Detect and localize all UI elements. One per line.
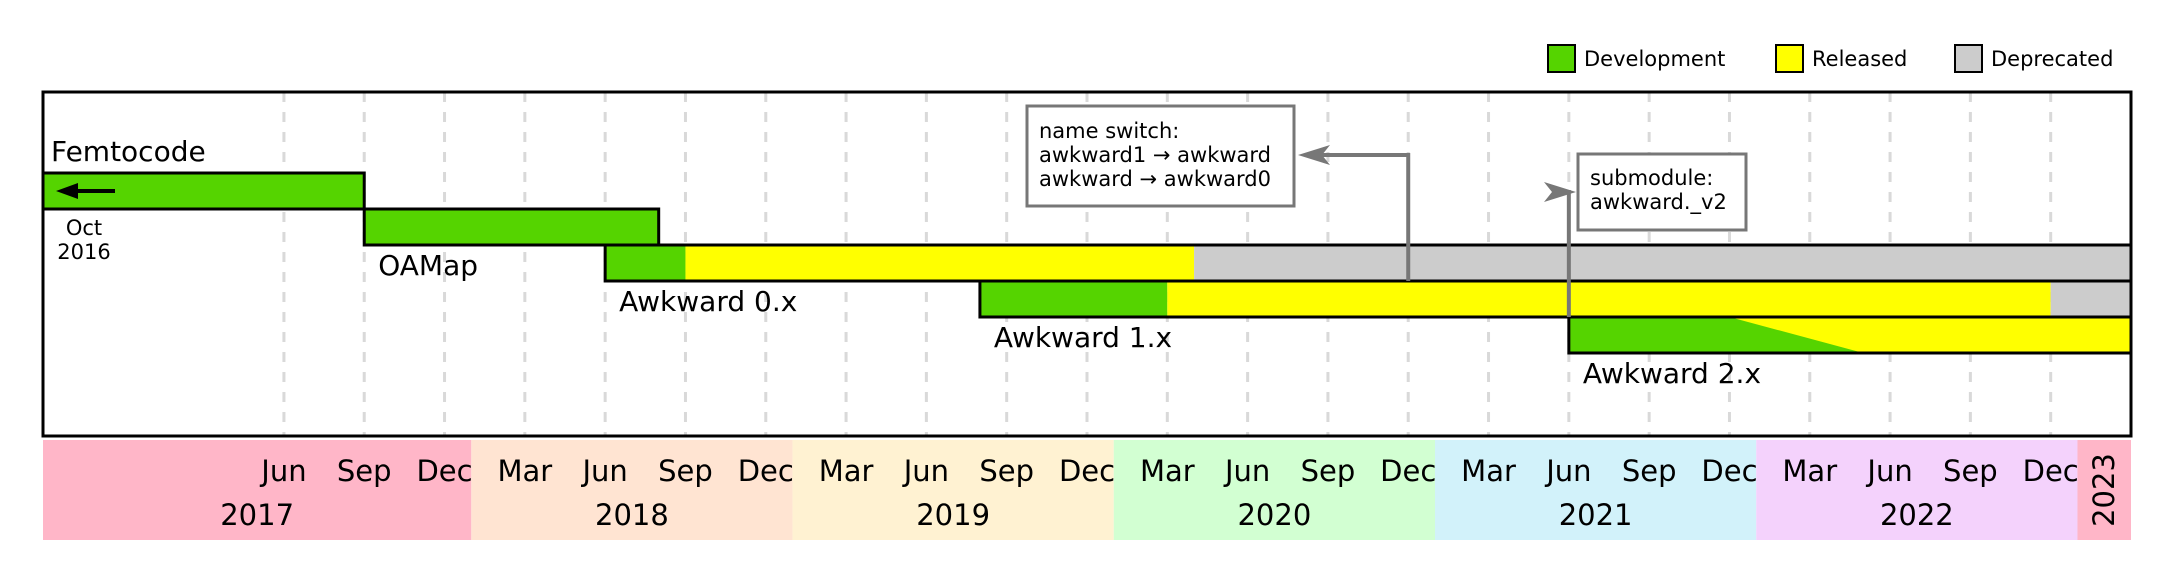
month-tick-label: Sep [1943, 454, 1998, 488]
project-label: OAMap [378, 249, 478, 282]
project-label: Femtocode [51, 135, 206, 168]
start-date-note: 2016 [57, 240, 110, 264]
phase-development [364, 209, 659, 245]
year-band [2077, 440, 2131, 540]
legend-swatch [1954, 44, 1983, 73]
project-bar [1567, 315, 2133, 355]
year-band [1756, 440, 2078, 540]
bar-outline [1567, 315, 2133, 355]
legend-label: Deprecated [1991, 47, 2113, 71]
year-label: 2020 [1237, 498, 1311, 532]
year-label: 2018 [595, 498, 669, 532]
year-band [43, 440, 472, 540]
month-tick-label: Dec [1059, 454, 1115, 488]
month-tick-label: Jun [259, 454, 306, 488]
legend-swatch [1775, 44, 1804, 73]
month-tick-label: Jun [1544, 454, 1591, 488]
month-tick-label: Mar [819, 454, 874, 488]
arrowhead-icon [1544, 182, 1576, 202]
month-tick-label: Jun [580, 454, 627, 488]
month-tick-label: Dec [1701, 454, 1757, 488]
year-band [471, 440, 793, 540]
year-band [1435, 440, 1757, 540]
year-label: 2022 [1880, 498, 1954, 532]
month-tick-label: Sep [1301, 454, 1356, 488]
annotation-box [1576, 152, 1748, 232]
month-tick-label: Jun [902, 454, 949, 488]
project-label: Awkward 0.x [619, 285, 797, 318]
phase-development [1568, 317, 1864, 353]
arrowhead-icon [1298, 145, 1330, 165]
annotation-text: awkward._v2 [1590, 190, 1727, 215]
month-tick-label: Mar [1140, 454, 1195, 488]
month-tick-label: Sep [658, 454, 713, 488]
month-tick-label: Dec [416, 454, 472, 488]
phase-deprecated [2050, 281, 2131, 317]
x-axis: 2017 2018 2019 2020 2021 2022 2023 Jun Sep Dec Mar… [43, 440, 2131, 540]
month-tick-label: Mar [497, 454, 552, 488]
project-bar [603, 243, 2133, 283]
month-tick-label: Dec [2023, 454, 2079, 488]
month-tick-label: Dec [738, 454, 794, 488]
month-tick-label: Mar [1782, 454, 1837, 488]
annotation-text: submodule: [1590, 166, 1713, 190]
year-label: 2017 [220, 498, 294, 532]
bar-outline [41, 171, 366, 211]
year-band [1113, 440, 1435, 540]
month-tick-label: Sep [1622, 454, 1677, 488]
project-bar [978, 279, 2133, 319]
month-tick-label: Dec [1380, 454, 1436, 488]
legend-swatch [1547, 44, 1576, 73]
project-label: Awkward 2.x [1583, 357, 1761, 390]
month-tick-label: Jun [1865, 454, 1912, 488]
phase-released [1167, 281, 2051, 317]
project-bars [41, 171, 2133, 355]
phase-deprecated [1194, 245, 2131, 281]
month-tick-label: Sep [979, 454, 1034, 488]
annotation-text: awkward → awkward0 [1039, 167, 1271, 191]
annotation-text: name switch: [1039, 119, 1179, 143]
phase-development [979, 281, 1168, 317]
project-bar [362, 207, 661, 247]
month-tick-label: Sep [337, 454, 392, 488]
annotation-box [1025, 104, 1296, 208]
bar-outline [362, 207, 661, 247]
month-tick-label: Mar [1461, 454, 1516, 488]
year-band [792, 440, 1114, 540]
project-bar [41, 171, 366, 211]
month-tick-label: Jun [1223, 454, 1270, 488]
year-label: 2019 [916, 498, 990, 532]
project-label: Awkward 1.x [994, 321, 1172, 354]
phase-development [605, 245, 686, 281]
phase-released [685, 245, 1195, 281]
legend-label: Development [1584, 47, 1725, 71]
legend-label: Released [1812, 47, 1907, 71]
left-arrowhead-icon [56, 183, 78, 199]
year-label: 2021 [1559, 498, 1633, 532]
bar-outline [978, 279, 2133, 319]
annotation-text: awkward1 → awkward [1039, 143, 1271, 167]
grid-lines [282, 92, 2053, 436]
legend: Development Released Deprecated [1547, 44, 2113, 73]
annotation-arrow [1318, 153, 1411, 281]
start-date-note: Oct [66, 216, 102, 240]
year-label: 2023 [2087, 453, 2121, 527]
